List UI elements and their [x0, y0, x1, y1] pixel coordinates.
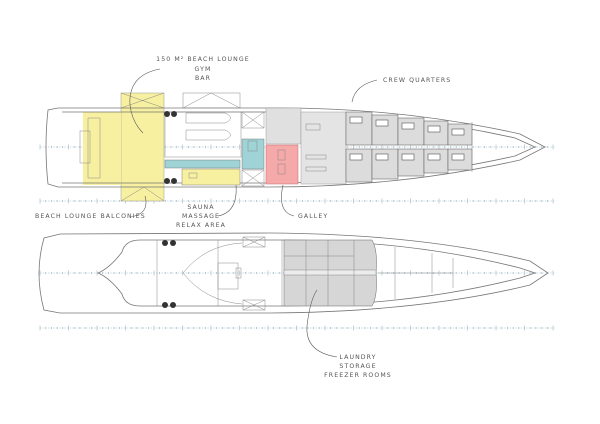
bunk-bed	[375, 153, 389, 161]
label-beach-lounge-balconies: Beach Lounge Balconies	[35, 213, 146, 220]
crew-cabin	[423, 120, 449, 146]
upper-deck	[39, 92, 555, 204]
label-beach-lounge: 150 m² Beach Lounge	[156, 56, 250, 63]
galley-leader	[281, 184, 295, 217]
sauna-massage-rooms	[181, 168, 241, 186]
stair-void	[241, 169, 265, 187]
bunk-bed	[349, 153, 363, 161]
crew-cabin	[423, 148, 449, 174]
lower-deck	[38, 232, 555, 331]
beach-lounge-area	[120, 92, 165, 202]
winch-icon	[164, 111, 170, 117]
label-galley: Galley	[298, 213, 328, 220]
winch-icon	[170, 240, 176, 246]
label-massage: Massage	[182, 213, 220, 220]
bunk-bed	[349, 116, 363, 124]
label-bar: Bar	[195, 75, 211, 82]
label-gym: Gym	[195, 66, 212, 73]
winch-icon	[164, 178, 170, 184]
lower-hull-outline	[38, 232, 549, 314]
bunk-bed	[401, 153, 415, 161]
spa-corridor	[164, 159, 241, 169]
winch-icon	[171, 178, 177, 184]
label-relax-area: Relax Area	[176, 222, 226, 229]
upper-hull-outline	[45, 107, 546, 188]
mess-table	[305, 154, 327, 160]
balcony-fold-line	[143, 186, 165, 202]
balcony-fold-line	[120, 92, 165, 109]
bunk-bed	[427, 153, 441, 161]
balconies-leader	[129, 195, 147, 218]
bunk-bed	[375, 119, 389, 127]
service-corridor	[283, 269, 377, 276]
balcony-fold-line	[120, 186, 145, 202]
pantry	[265, 107, 302, 145]
label-storage: Storage	[339, 363, 376, 370]
beach-lounge-aft	[83, 112, 121, 185]
relax-area	[241, 138, 265, 170]
galley-range	[277, 149, 286, 161]
tender-garage	[164, 92, 242, 158]
galley-area	[265, 144, 299, 185]
lower-hull-inner	[96, 239, 537, 307]
labels: 150 m² Beach Lounge Gym Bar Crew Quarter…	[35, 56, 451, 379]
winch-icon	[162, 240, 168, 246]
massage-table	[188, 172, 198, 179]
sauna-unit	[247, 140, 258, 152]
bunk-bed	[427, 125, 441, 133]
bunk-bed	[401, 122, 415, 130]
aft-stairs	[87, 117, 101, 179]
tender-boat	[185, 112, 231, 124]
mess-table	[305, 166, 327, 172]
spa-leader	[217, 184, 237, 217]
winch-icon	[170, 302, 176, 308]
crew-cabin	[397, 148, 425, 177]
crew-cabin	[371, 148, 399, 180]
crew-cabins	[345, 111, 473, 183]
label-laundry: Laundry	[339, 354, 376, 361]
aft-stair-landing	[79, 130, 91, 164]
mess-sofa	[305, 123, 321, 131]
leader-lines	[129, 68, 378, 358]
winch-icon	[162, 302, 168, 308]
bunk-bed	[451, 153, 465, 161]
galley-range	[277, 163, 286, 175]
bunk-bed	[451, 128, 465, 136]
crew-mess	[300, 111, 347, 185]
crew-cabin	[371, 114, 399, 146]
tank-outline	[182, 272, 243, 305]
winch-icon	[171, 111, 177, 117]
label-freezer-rooms: Freezer Rooms	[324, 372, 392, 379]
beach-lounge-leader	[129, 68, 161, 134]
label-sauna: Sauna	[187, 204, 214, 211]
tank-outline	[182, 242, 243, 274]
crew-cabin	[397, 117, 425, 146]
tender-boat	[185, 129, 231, 141]
service-leader	[306, 289, 338, 358]
crew-quarters-leader	[351, 79, 378, 103]
label-crew-quarters: Crew Quarters	[383, 77, 451, 84]
